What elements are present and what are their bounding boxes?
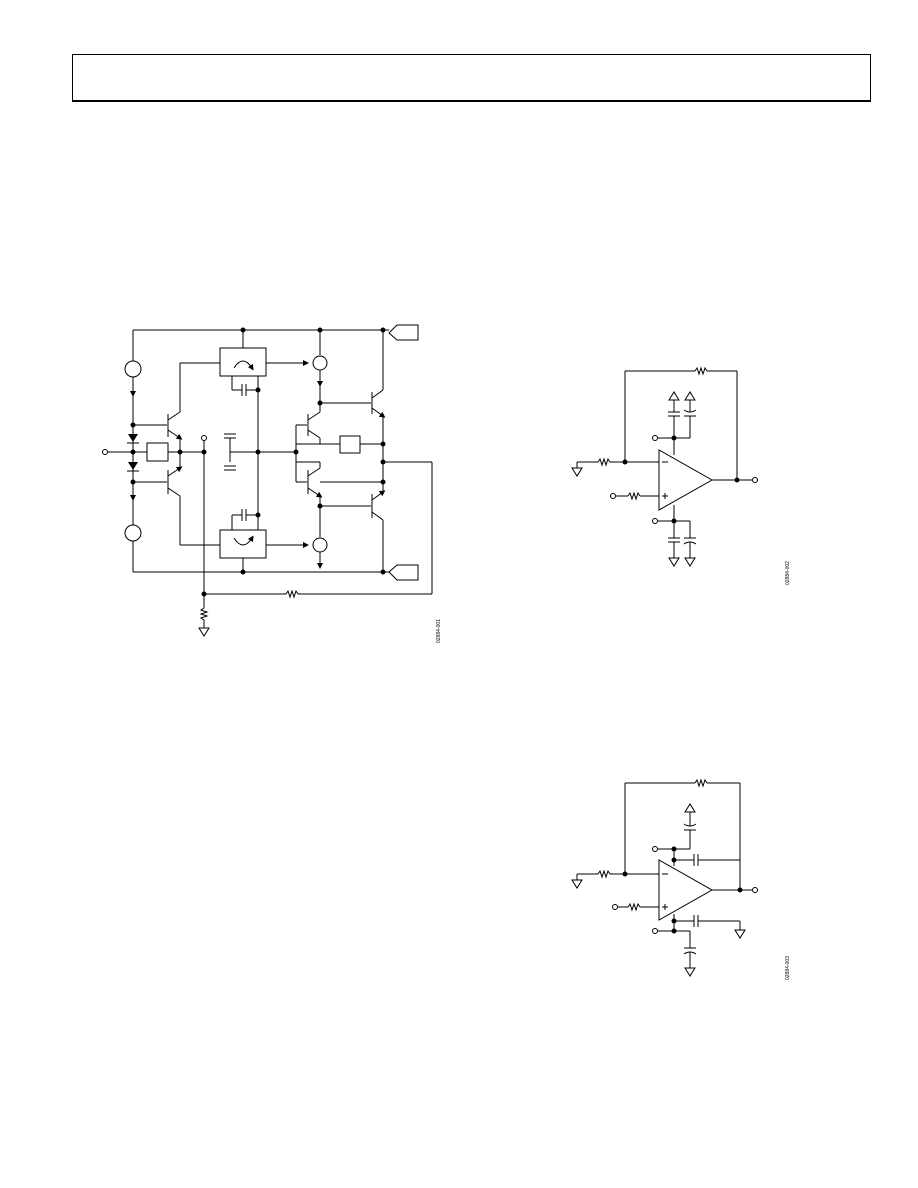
page-header-box	[72, 54, 871, 102]
output-transistor-top	[320, 327, 386, 485]
negative-supply-rail	[133, 564, 419, 581]
driver-transistor-bottom	[296, 461, 323, 506]
op-amp-triangle	[658, 449, 714, 511]
negative-supply-decoupling	[652, 505, 697, 567]
op-amp-triangle	[658, 859, 714, 921]
input-transistor-bottom	[133, 449, 220, 546]
feedback-resistor	[624, 366, 738, 480]
inverting-node	[198, 435, 433, 637]
positive-supply-decoupling	[652, 803, 740, 866]
gain-node	[258, 425, 299, 482]
current-source-top-right	[312, 327, 328, 406]
negative-supply-decoupling	[652, 914, 746, 977]
input-network	[571, 457, 659, 501]
negative-supply-pin	[388, 564, 419, 581]
current-source-bottom-left	[124, 482, 142, 572]
driver-transistor-top	[296, 403, 383, 454]
positive-supply-rail	[133, 324, 419, 341]
positive-supply-decoupling	[652, 391, 697, 455]
figure-2-id: 02884-002	[785, 561, 791, 585]
input-network	[571, 869, 659, 912]
ground-symbol	[198, 627, 210, 637]
input-transistor-top	[133, 362, 220, 452]
current-mirror-bottom	[219, 452, 309, 575]
output-node	[712, 887, 758, 893]
input-terminal	[102, 442, 204, 462]
compensation-capacitors	[224, 433, 261, 471]
output-transistor-bottom	[320, 481, 386, 575]
current-mirror-top	[219, 327, 309, 452]
output-node	[712, 477, 758, 483]
ground-symbol	[571, 879, 583, 889]
positive-supply-pin	[388, 324, 419, 341]
current-source-top-left	[124, 330, 142, 425]
feedback-resistor	[624, 778, 741, 890]
ground-symbol	[734, 929, 746, 939]
figure-3-id: 02884-003	[785, 956, 791, 980]
figure-1-id: 02884-001	[436, 619, 442, 643]
input-diodes	[127, 422, 139, 485]
